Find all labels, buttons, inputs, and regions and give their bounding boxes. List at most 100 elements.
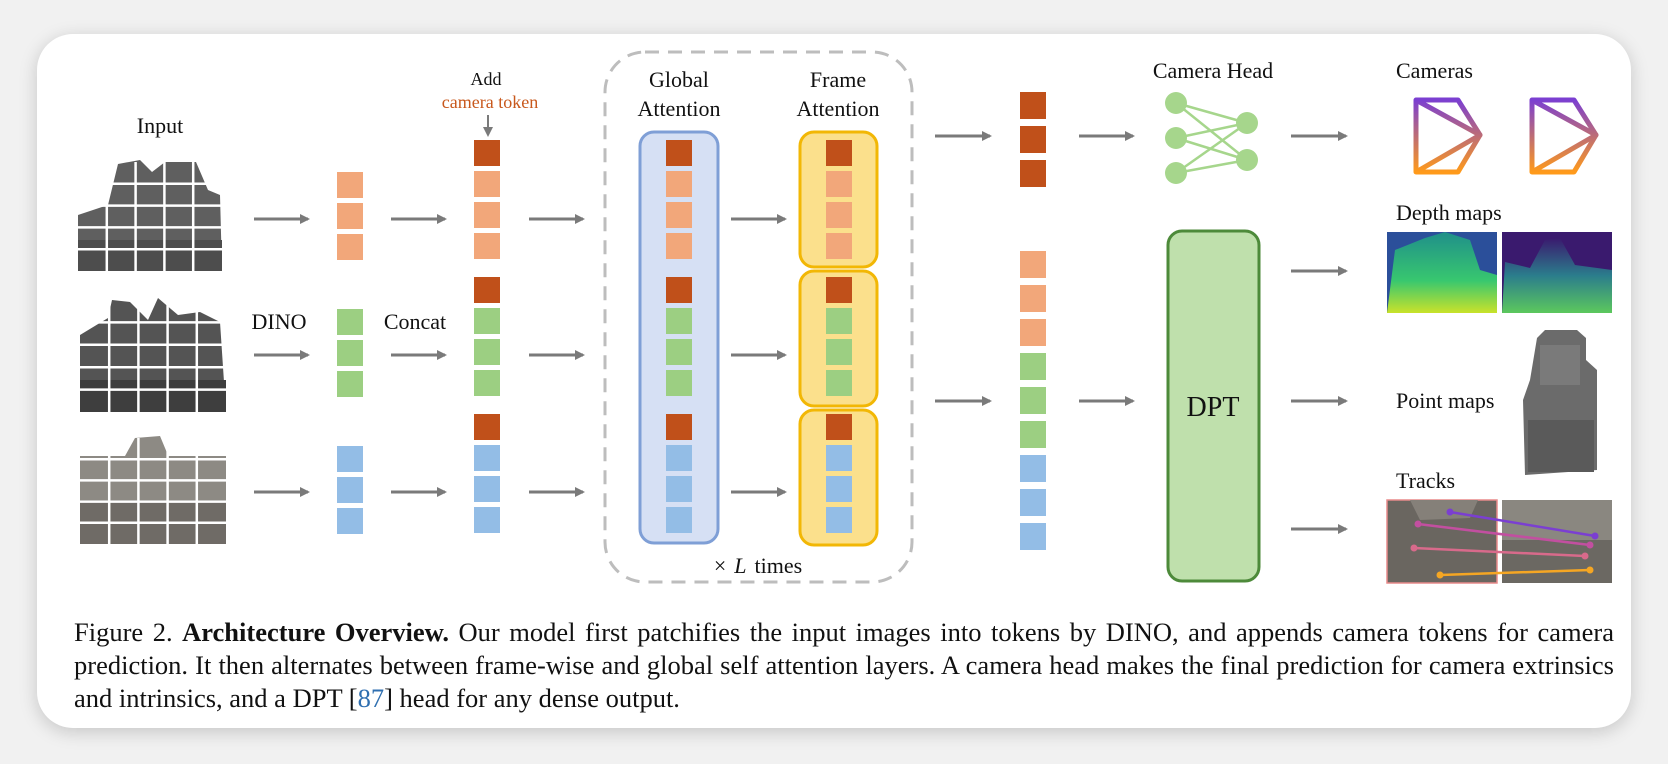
concat-frame2-token-2 [474,308,500,334]
patch-grid-1 [78,162,222,271]
concat-frame1-token-3 [474,202,500,228]
frameattn-frame2-token-3 [826,339,852,365]
frameattn-frame1-token-3 [826,202,852,228]
dpt-label: DPT [1187,392,1240,423]
global-frame2-token-4 [666,370,692,396]
input-label: Input [137,113,183,138]
frameattn-frame1-token-1 [826,140,852,166]
dino-frame2-token-1 [337,309,363,335]
concat-frame3-token-1 [474,414,500,440]
global-frame1-token-4 [666,233,692,259]
output-patch-token-1 [1020,251,1046,278]
camera-token-label: camera token [442,92,538,112]
output-patch-token-5 [1020,387,1046,414]
global-attention-label-1: Global [649,67,709,92]
cameras-label: Cameras [1396,58,1473,83]
concat-frame1-token-2 [474,171,500,197]
patch-grid-3 [80,438,226,544]
concat-frame2-token-1 [474,277,500,303]
concat-frame2-token-3 [474,339,500,365]
input-image-1 [78,160,222,271]
concat-frame3-token-2 [474,445,500,471]
input-image-3 [80,436,226,544]
concat-frame1-token-4 [474,233,500,259]
camera-icon-2 [1529,97,1599,175]
frame-attention-label-2: Attention [796,96,879,121]
dino-frame3-token-1 [337,446,363,472]
frame-attention-block-2 [798,269,879,408]
output-patch-token-4 [1020,353,1046,380]
frameattn-frame2-token-1 [826,277,852,303]
token-columns [337,92,1046,550]
camera-head-mlp [1165,92,1258,184]
output-camera-token-2 [1020,126,1046,153]
global-frame1-token-2 [666,171,692,197]
frame-attention-block-1 [798,130,879,269]
point-map-image [1523,330,1597,475]
figure-caption: Figure 2. Architecture Overview. Our mod… [74,616,1614,715]
frameattn-frame3-token-4 [826,507,852,533]
dino-frame1-token-2 [337,203,363,229]
patch-grid-2 [80,300,226,412]
global-frame3-token-3 [666,476,692,502]
concat-frame1-token-1 [474,140,500,166]
camera-head-label: Camera Head [1153,58,1273,83]
flow-arrows [254,131,1348,534]
dino-frame1-token-1 [337,172,363,198]
dino-frame3-token-2 [337,477,363,503]
frameattn-frame3-token-3 [826,476,852,502]
tracks-label: Tracks [1396,468,1455,493]
global-frame3-token-4 [666,507,692,533]
depth-map-2 [1502,232,1612,313]
frameattn-frame3-token-1 [826,414,852,440]
add-label: Add [471,69,502,89]
dino-frame3-token-3 [337,508,363,534]
global-frame3-token-2 [666,445,692,471]
dino-frame2-token-2 [337,340,363,366]
input-patch-grid [78,162,226,544]
caption-text-2: ] head for any dense output. [384,683,680,713]
concat-frame3-token-4 [474,507,500,533]
dpt-block [1166,229,1261,583]
attention-loop-box [603,50,914,584]
global-frame1-token-1 [666,140,692,166]
depth-maps-label: Depth maps [1396,200,1502,225]
output-camera-token-3 [1020,160,1046,187]
global-attention-label-2: Attention [637,96,720,121]
camera-icon-1 [1413,97,1483,175]
output-patch-token-6 [1020,421,1046,448]
frameattn-frame2-token-4 [826,370,852,396]
concat-frame3-token-3 [474,476,500,502]
caption-citation-link[interactable]: 87 [357,683,385,713]
output-patch-token-3 [1020,319,1046,346]
frame-attention-label-1: Frame [810,67,866,92]
caption-title: Architecture Overview. [182,617,449,647]
frameattn-frame3-token-2 [826,445,852,471]
global-frame2-token-1 [666,277,692,303]
global-frame1-token-3 [666,202,692,228]
output-patch-token-2 [1020,285,1046,312]
concat-frame2-token-4 [474,370,500,396]
caption-figure-number: Figure 2. [74,617,173,647]
frameattn-frame2-token-2 [826,308,852,334]
frameattn-frame1-token-4 [826,233,852,259]
frameattn-frame1-token-2 [826,171,852,197]
global-frame2-token-3 [666,339,692,365]
dino-frame1-token-3 [337,234,363,260]
caption-text-1: Our model first patchifies the input ima… [74,617,1614,713]
output-patch-token-7 [1020,455,1046,482]
point-maps-label: Point maps [1396,388,1494,413]
dino-frame2-token-3 [337,371,363,397]
concat-label: Concat [384,309,446,334]
output-camera-token-1 [1020,92,1046,119]
dino-label: DINO [252,309,307,334]
global-frame2-token-2 [666,308,692,334]
global-frame3-token-1 [666,414,692,440]
depth-map-1 [1387,232,1497,313]
output-patch-token-9 [1020,523,1046,550]
global-attention-block [638,130,720,545]
tracks-image [1386,499,1612,584]
output-patch-token-8 [1020,489,1046,516]
